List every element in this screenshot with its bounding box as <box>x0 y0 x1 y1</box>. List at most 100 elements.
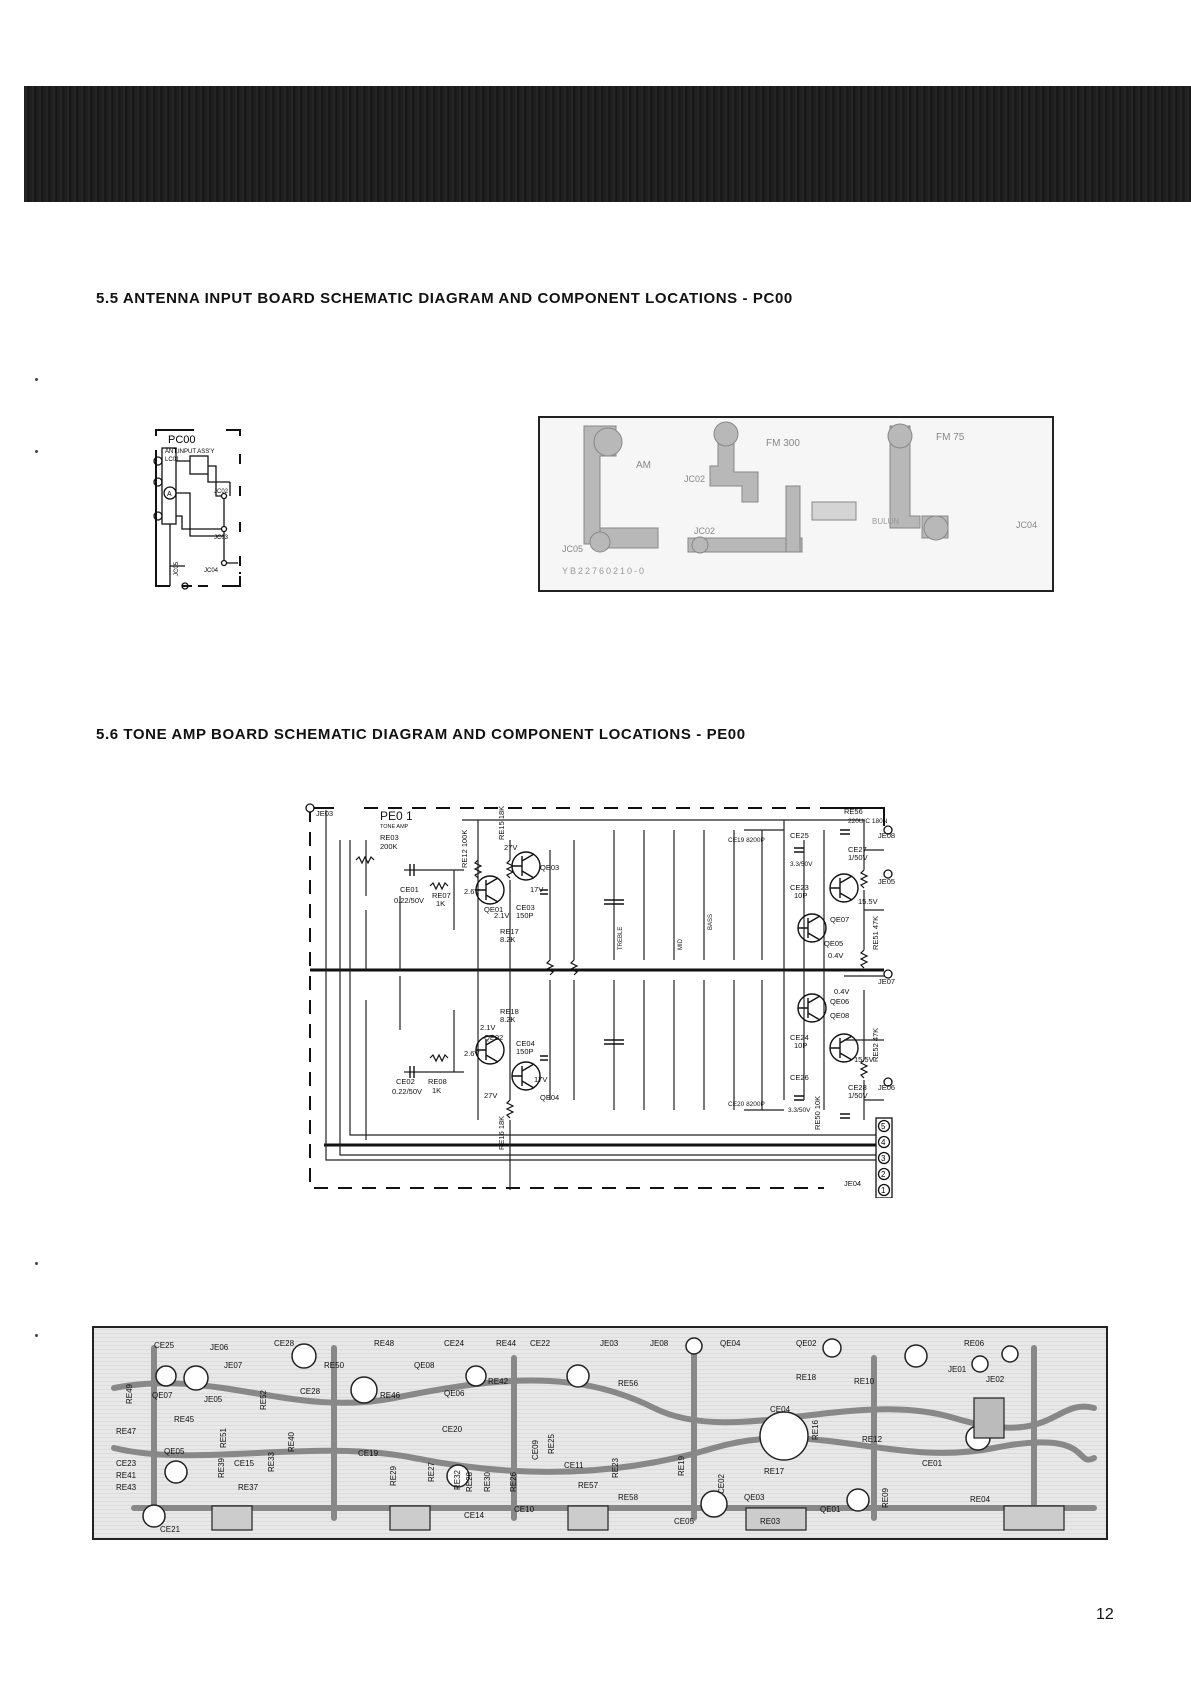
je03-label: JE03 <box>316 809 333 818</box>
re07-value: 1K <box>436 899 445 908</box>
qe05-label: QE05 <box>824 939 843 948</box>
pcb-label-je01: JE01 <box>948 1365 967 1374</box>
ce02-value: 0.22/50V <box>392 1087 422 1096</box>
pcb-label-ce28-b: CE28 <box>300 1387 321 1396</box>
voltage-27v-b: 27V <box>484 1091 497 1100</box>
qe01-label: QE01 <box>484 905 503 914</box>
ce23-value: 10P <box>794 891 807 900</box>
tone-amp-label: TONE AMP <box>380 824 409 830</box>
pcb-label-je08: JE08 <box>650 1339 669 1348</box>
je05-label: JE05 <box>878 877 895 886</box>
pcb-label-re27: RE27 <box>427 1461 436 1482</box>
page-number: 12 <box>1096 1606 1114 1623</box>
pcb-label-ce09: CE09 <box>531 1439 540 1460</box>
ce27-label: CE27 <box>848 845 867 854</box>
treble-label: TREBLE <box>618 927 624 950</box>
tone-amp-board-photo: CE25 JE06 JE07 CE28 RE48 QE08 CE24 RE44 … <box>92 1326 1108 1540</box>
pcb-label-re04: RE04 <box>970 1495 991 1504</box>
voltage-04v-b: 0.4V <box>834 987 849 996</box>
pcb-label-re17: RE17 <box>764 1467 785 1476</box>
pcb-label-re58: RE58 <box>618 1493 639 1502</box>
voltage-21v-b: 2.1V <box>480 1023 495 1032</box>
pcb-label-re52: RE52 <box>259 1389 268 1410</box>
margin-dot <box>35 450 38 453</box>
pcb-label-qe05: QE05 <box>164 1447 185 1456</box>
pcb-label-re33: RE33 <box>267 1451 276 1472</box>
pcb-label-re50: RE50 <box>324 1361 345 1370</box>
photo-part-number: YB22760210-0 <box>562 566 646 576</box>
margin-dot <box>35 378 38 381</box>
voltage-17v-a: 17V <box>530 885 543 894</box>
pcb-label-re03: RE03 <box>760 1517 781 1526</box>
tone-amp-schematic: 5 4 3 2 1 JE03 PE0 1 TONE AMP RE03 200K … <box>305 803 895 1198</box>
ce25-value: 3.3/50V <box>790 861 813 868</box>
pcb-label-re39: RE39 <box>217 1457 226 1478</box>
re51-label: RE51 47K <box>871 916 880 950</box>
je08-label: JE08 <box>878 831 895 840</box>
re56-value: 220U/C 180N <box>848 818 888 825</box>
qe03-label: QE03 <box>540 863 559 872</box>
je06-label: JE06 <box>878 1083 895 1092</box>
pcb-label-ce01: CE01 <box>922 1459 943 1468</box>
ce24-label: CE24 <box>790 1033 809 1042</box>
qe02-label: QE02 <box>484 1033 503 1042</box>
pcb-label-ce02: CE02 <box>717 1473 726 1494</box>
re03-label: RE03 <box>380 833 399 842</box>
ce24-value: 10P <box>794 1041 807 1050</box>
ce28-label: CE28 <box>848 1083 867 1092</box>
pcb-label-re12: RE12 <box>862 1435 883 1444</box>
re08-label: RE08 <box>428 1077 447 1086</box>
pcb-label-je06: JE06 <box>210 1343 229 1352</box>
pe01-label: PE0 1 <box>380 809 413 823</box>
pcb-label-ce24: CE24 <box>444 1339 465 1348</box>
terminal-a-label: A <box>167 491 172 498</box>
pcb-label-je07: JE07 <box>224 1361 243 1370</box>
section-title-5-5: 5.5 ANTENNA INPUT BOARD SCHEMATIC DIAGRA… <box>96 290 793 307</box>
qe04-label: QE04 <box>540 1093 559 1102</box>
re18-label: RE18 <box>500 1007 519 1016</box>
pcb-label-re18: RE18 <box>796 1373 817 1382</box>
voltage-04v-a: 0.4V <box>828 951 843 960</box>
ce28-value: 1/50V <box>848 1091 868 1100</box>
qe07-label: QE07 <box>830 915 849 924</box>
pcb-label-re09: RE09 <box>881 1487 890 1508</box>
ce01-label: CE01 <box>400 885 419 894</box>
pcb-label-ce23: CE23 <box>116 1459 137 1468</box>
pcb-label-ce20: CE20 <box>442 1425 463 1434</box>
ce27-value: 1/50V <box>848 853 868 862</box>
pcb-label-ce19: CE19 <box>358 1449 379 1458</box>
photo-label-fm75: FM 75 <box>936 432 965 443</box>
jc02-label: JC02 <box>214 489 229 495</box>
je07-label: JE07 <box>878 977 895 986</box>
ce20-label: CE20 8200P <box>728 1101 765 1108</box>
antenna-board-photo: AM FM 300 FM 75 JC02 JC02 JC04 JC05 YB22… <box>538 416 1054 592</box>
ce03-label: CE03 <box>516 903 535 912</box>
jc04-label: JC04 <box>204 568 219 574</box>
pin-1: 1 <box>881 1186 886 1195</box>
antenna-input-schematic: PC00 ANT.INPUT ASS'Y LC01 A JC02 JC03 JC… <box>153 429 241 590</box>
photo-label-jc04: JC04 <box>1016 520 1037 530</box>
pcb-label-qe06: QE06 <box>444 1389 465 1398</box>
photo-label-fm300: FM 300 <box>766 438 800 449</box>
pin-4: 4 <box>881 1138 886 1147</box>
pcb-label-re19: RE19 <box>677 1455 686 1476</box>
pcb-label-ce04: CE04 <box>770 1405 791 1414</box>
header-band <box>24 86 1191 202</box>
pcb-label-re49: RE49 <box>125 1383 134 1404</box>
ce25-label: CE25 <box>790 831 809 840</box>
pcb-label-ce14: CE14 <box>464 1511 485 1520</box>
pcb-label-re06: RE06 <box>964 1339 985 1348</box>
qe06-label: QE06 <box>830 997 849 1006</box>
pcb-label-re57: RE57 <box>578 1481 599 1490</box>
re56-label: RE56 <box>844 807 863 816</box>
photo-label-bullun: BULUN <box>872 517 899 526</box>
pcb-label-re16: RE16 <box>811 1419 820 1440</box>
voltage-26v-b: 2.6V <box>464 1049 479 1058</box>
pcb-label-re48: RE48 <box>374 1339 395 1348</box>
pcb-label-re46: RE46 <box>380 1391 401 1400</box>
pcb-label-je02: JE02 <box>986 1375 1005 1384</box>
re50-label: RE50 10K <box>813 1096 822 1130</box>
voltage-21v-a: 2.1V <box>494 911 509 920</box>
pcb-label-qe08: QE08 <box>414 1361 435 1370</box>
voltage-27v-a: 27V <box>504 843 517 852</box>
